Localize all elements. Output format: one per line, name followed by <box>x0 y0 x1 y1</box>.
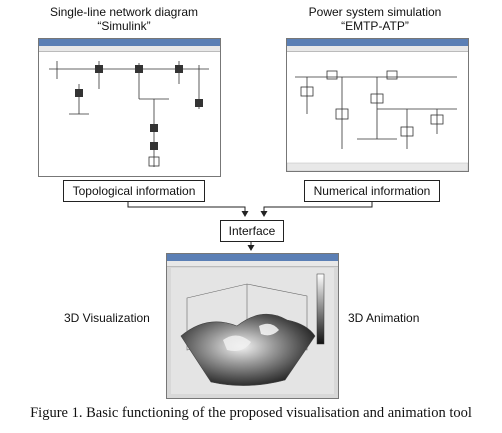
interface-label: Interface <box>228 224 276 238</box>
emtp-titlebar <box>287 39 468 46</box>
figure-caption: Figure 1. Basic functioning of the propo… <box>30 405 472 421</box>
3d-titlebar <box>167 254 338 261</box>
simulink-heading-line2: “Simulink” <box>97 19 151 33</box>
simulink-heading-line1: Single-line network diagram <box>49 5 199 19</box>
emtp-screenshot <box>286 38 469 172</box>
visualization-label: 3D Visualization <box>64 311 150 325</box>
animation-label: 3D Animation <box>348 311 420 325</box>
3d-surface-plot <box>171 268 334 394</box>
emtp-heading: Power system simulation “EMTP-ATP” <box>280 5 470 33</box>
emtp-heading-line2: “EMTP-ATP” <box>341 19 409 33</box>
emtp-heading-line1: Power system simulation <box>308 5 442 19</box>
simulink-heading: Single-line network diagram “Simulink” <box>24 5 224 33</box>
emtp-diagram <box>287 70 468 171</box>
simulink-screenshot <box>38 38 221 177</box>
simulink-menubar <box>39 46 220 52</box>
3d-screenshot <box>166 253 339 399</box>
topological-info-box: Topological information <box>63 180 205 202</box>
arrow-numerical-to-interface <box>260 201 373 217</box>
emtp-menubar <box>287 46 468 52</box>
simulink-diagram <box>49 61 209 167</box>
arrow-topological-to-interface <box>127 201 249 217</box>
numerical-info-label: Numerical information <box>313 184 431 198</box>
simulink-titlebar <box>39 39 220 46</box>
interface-box: Interface <box>220 220 284 242</box>
topological-info-label: Topological information <box>72 184 196 198</box>
3d-menubar <box>167 261 338 267</box>
